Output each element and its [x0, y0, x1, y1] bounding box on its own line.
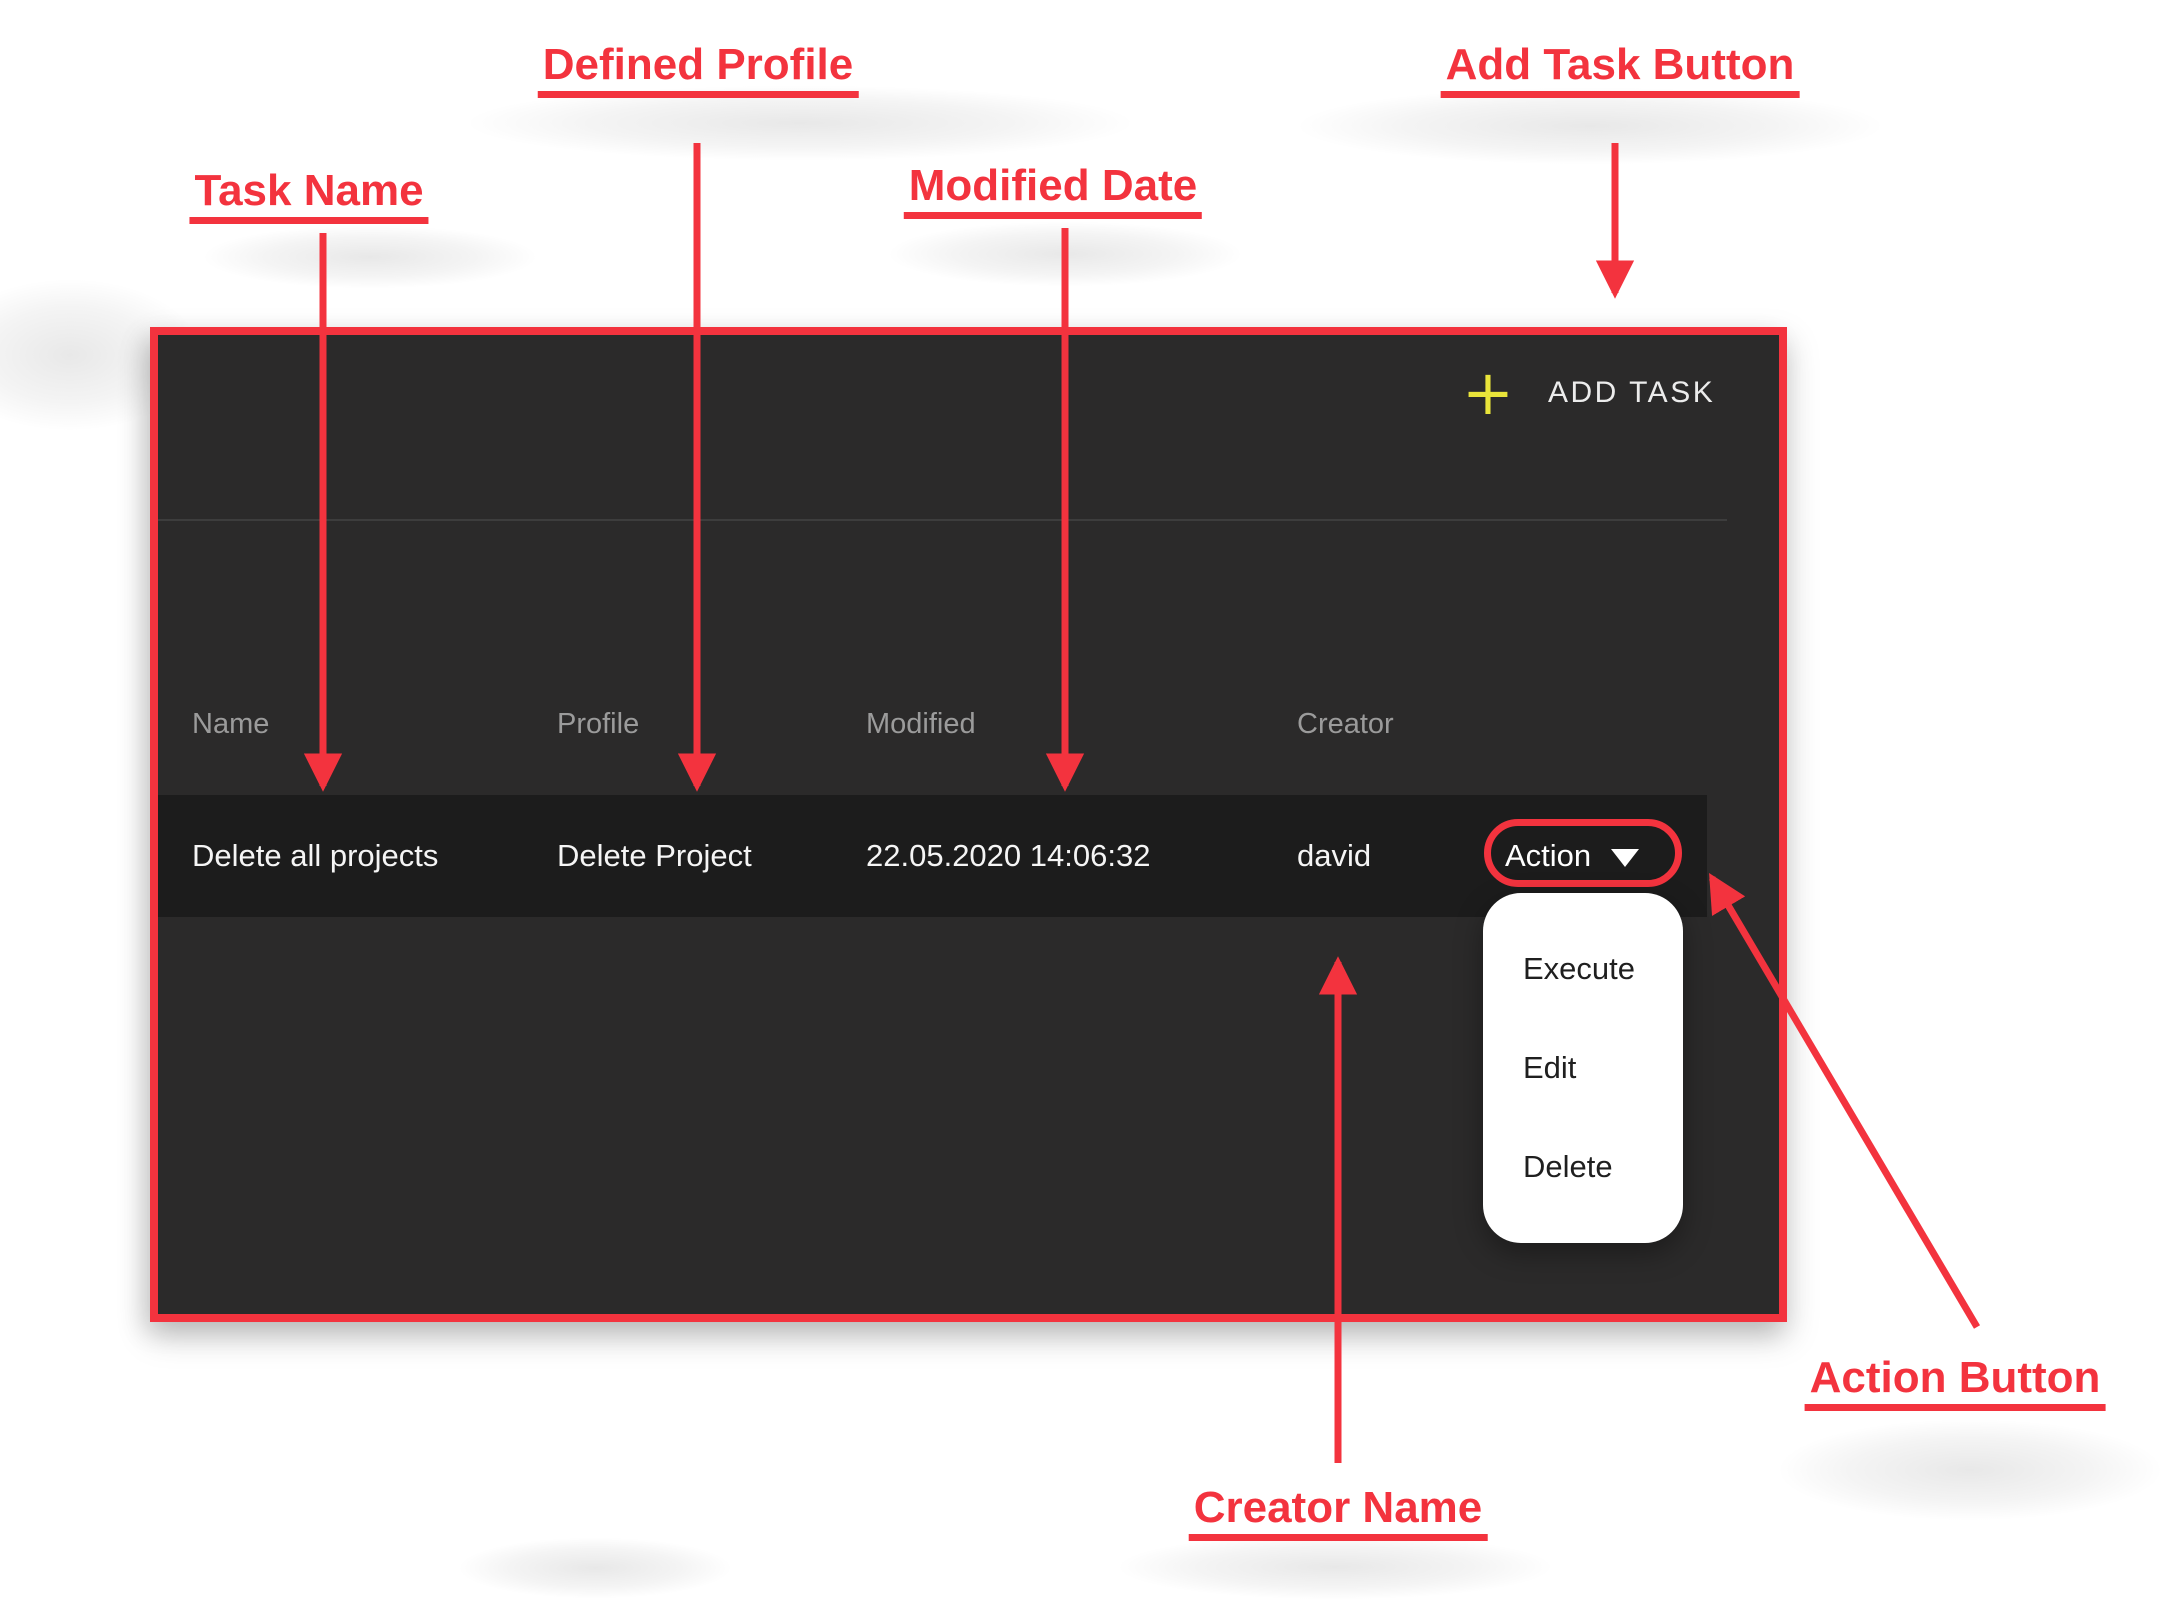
menu-item-execute[interactable]: Execute — [1523, 950, 1636, 986]
shadow-blob — [1780, 1420, 2160, 1520]
shadow-blob — [460, 1538, 730, 1598]
shadow-blob — [1120, 1535, 1550, 1599]
header-divider — [158, 519, 1727, 521]
column-header-profile: Profile — [557, 708, 640, 740]
action-dropdown-menu: Execute Edit Delete — [1483, 893, 1683, 1243]
task-name-cell: Delete all projects — [192, 838, 439, 873]
task-panel: + ADD TASK Name Profile Modified Creator… — [150, 327, 1787, 1322]
column-header-creator: Creator — [1297, 708, 1394, 740]
action-button-label: Action — [1505, 838, 1592, 873]
annotation-defined-profile: Defined Profile — [537, 41, 859, 99]
table-header-row: Name Profile Modified Creator — [158, 708, 1779, 742]
modified-cell: 22.05.2020 14:06:32 — [866, 838, 1151, 873]
annotation-modified-date: Modified Date — [903, 162, 1203, 220]
shadow-blob — [1300, 88, 1880, 164]
annotation-action-button: Action Button — [1804, 1354, 2106, 1412]
shadow-blob — [890, 222, 1240, 286]
add-task-button[interactable]: + ADD TASK — [1462, 357, 1715, 429]
annotation-creator-name: Creator Name — [1188, 1484, 1488, 1542]
chevron-down-icon — [1611, 849, 1640, 867]
profile-cell: Delete Project — [557, 838, 752, 873]
shadow-blob — [205, 226, 535, 288]
plus-icon: + — [1462, 356, 1514, 429]
creator-cell: david — [1297, 838, 1372, 873]
column-header-modified: Modified — [866, 708, 976, 740]
action-button[interactable]: Action — [1505, 795, 1640, 917]
add-task-label: ADD TASK — [1547, 376, 1716, 409]
menu-item-delete[interactable]: Delete — [1523, 1149, 1613, 1185]
table-row[interactable]: Delete all projects Delete Project 22.05… — [158, 795, 1707, 917]
menu-item-edit[interactable]: Edit — [1523, 1049, 1577, 1085]
annotation-add-task-button: Add Task Button — [1440, 41, 1800, 99]
annotation-task-name: Task Name — [189, 167, 429, 225]
column-header-name: Name — [192, 708, 270, 740]
